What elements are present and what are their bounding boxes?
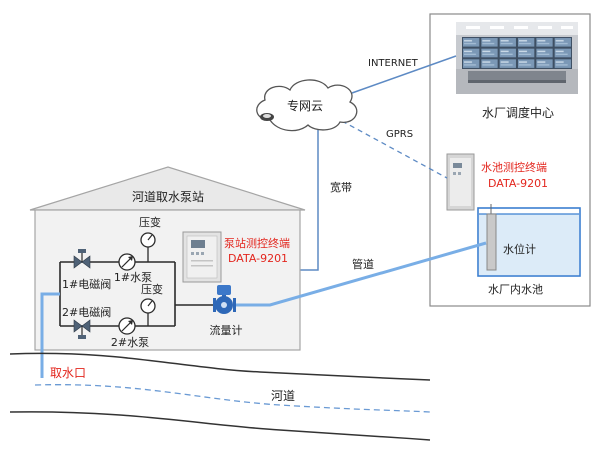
pressure-2-label: 压变 [141, 282, 163, 296]
flowmeter-label: 流量计 [210, 323, 243, 337]
pump-2-icon [118, 317, 136, 335]
gprs-label: GPRS [386, 129, 413, 140]
internet-link [351, 55, 457, 94]
main-pipeline [236, 241, 487, 307]
pump-2-label: 2#水泵 [111, 336, 149, 349]
level-gauge-label: 水位计 [503, 242, 536, 256]
pool-terminal-name: 水池测控终端 [481, 160, 547, 174]
pump-station-terminal-name: 泵站测控终端 [224, 236, 290, 250]
pressure-gauge-1-icon [140, 232, 156, 262]
tank-outline [477, 207, 581, 277]
pool-terminal-device [446, 153, 475, 211]
control-center-label: 水厂调度中心 [482, 105, 554, 120]
pump-station-terminal-model: DATA-9201 [228, 252, 288, 265]
pool-label: 水厂内水池 [488, 282, 543, 296]
pump-1-icon [118, 253, 136, 271]
pressure-1-label: 压变 [139, 215, 161, 229]
broadband-label: 宽带 [330, 180, 352, 194]
cloud-label: 专网云 [287, 98, 323, 113]
intake-pipe [40, 292, 60, 378]
satellite-dish-icon [260, 113, 274, 121]
pump-station-terminal-device [182, 231, 222, 283]
level-gauge-sensor [486, 204, 497, 271]
pressure-gauge-2-icon [140, 298, 156, 326]
pipeline-label: 管道 [352, 257, 374, 271]
pump-1-label: 1#水泵 [114, 271, 152, 284]
pool-terminal-model: DATA-9201 [488, 177, 548, 190]
solenoid-valve-1-icon [73, 249, 91, 269]
river-lower-bank [9, 411, 431, 441]
river-label: 河道 [271, 389, 295, 403]
valve-1-label: 1#电磁阀 [62, 277, 111, 291]
pump-station-title: 河道取水泵站 [132, 190, 204, 204]
gprs-link [341, 120, 448, 179]
internet-label: INTERNET [368, 58, 419, 69]
cloud-icon [256, 79, 358, 132]
solenoid-valve-2-icon [73, 319, 91, 339]
flowmeter-icon [213, 285, 236, 314]
valve-2-label: 2#电磁阀 [62, 305, 111, 319]
river-centerline [34, 384, 431, 413]
control-room-photo [456, 22, 578, 94]
river-upper-bank [9, 352, 431, 381]
intake-label: 取水口 [50, 366, 86, 380]
